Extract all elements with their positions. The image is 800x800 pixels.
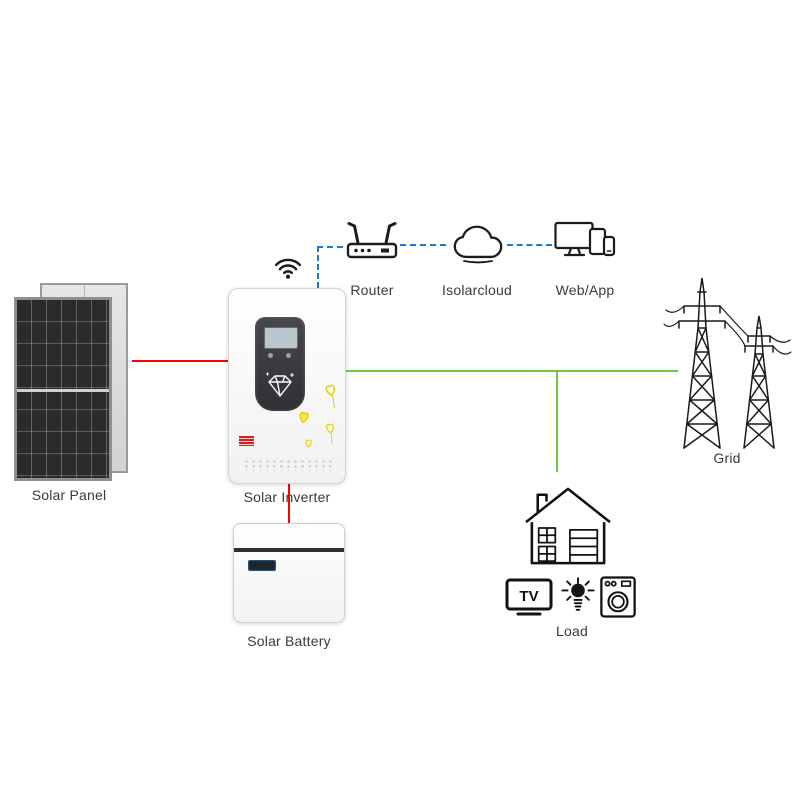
solar-battery-label: Solar Battery — [247, 633, 331, 649]
grid-label: Grid — [713, 450, 741, 466]
heart-balloons-decoration-icon — [299, 384, 336, 448]
inverter-button — [268, 353, 273, 358]
solar-panel-node: Solar Panel — [14, 283, 134, 508]
router-icon — [346, 222, 398, 259]
inverter-display — [255, 317, 305, 411]
inverter-button — [286, 353, 291, 358]
inverter-to-router-line-horizontal — [317, 246, 343, 248]
battery-band — [234, 548, 344, 552]
cloud-node: Isolarcloud — [442, 222, 512, 300]
inverter-to-router-line-vertical — [317, 246, 319, 288]
router-node: Router — [342, 220, 402, 300]
inverter-to-grid-line — [346, 370, 678, 372]
cloud-to-webapp-line — [507, 244, 552, 246]
solar-inverter-node: Solar Inverter — [228, 288, 346, 513]
grid-node: Grid — [662, 266, 792, 471]
grid-branch-to-load-line — [556, 370, 558, 472]
load-node: TV Load — [503, 485, 641, 645]
inverter-vents — [243, 459, 333, 471]
solar-panel-front — [14, 297, 112, 481]
solar-inverter-label: Solar Inverter — [243, 489, 331, 505]
transmission-towers-icon — [663, 277, 792, 449]
washing-machine-icon — [600, 576, 636, 618]
inverter-body — [228, 288, 346, 484]
cloud-label: Isolarcloud — [442, 282, 512, 298]
wifi-icon — [274, 258, 302, 279]
router-to-cloud-line — [400, 244, 446, 246]
cloud-icon — [453, 225, 503, 264]
lightbulb-icon — [561, 577, 595, 611]
load-label: Load — [556, 623, 588, 639]
webapp-node: Web/App — [554, 218, 618, 300]
devices-icon — [554, 221, 616, 257]
inverter-warning-label — [239, 436, 254, 446]
pv-to-inverter-line — [132, 360, 228, 362]
tv-icon: TV — [505, 578, 553, 616]
inverter-to-battery-line — [288, 483, 290, 523]
solar-panel-label: Solar Panel — [31, 487, 107, 503]
battery-screen — [248, 560, 276, 571]
battery-body — [233, 523, 345, 623]
diamond-logo-icon — [266, 372, 294, 397]
house-icon — [525, 487, 611, 565]
webapp-label: Web/App — [555, 282, 615, 298]
inverter-screen — [264, 327, 298, 349]
router-label: Router — [350, 282, 394, 298]
tv-text: TV — [519, 588, 538, 605]
solar-battery-node: Solar Battery — [233, 523, 345, 653]
